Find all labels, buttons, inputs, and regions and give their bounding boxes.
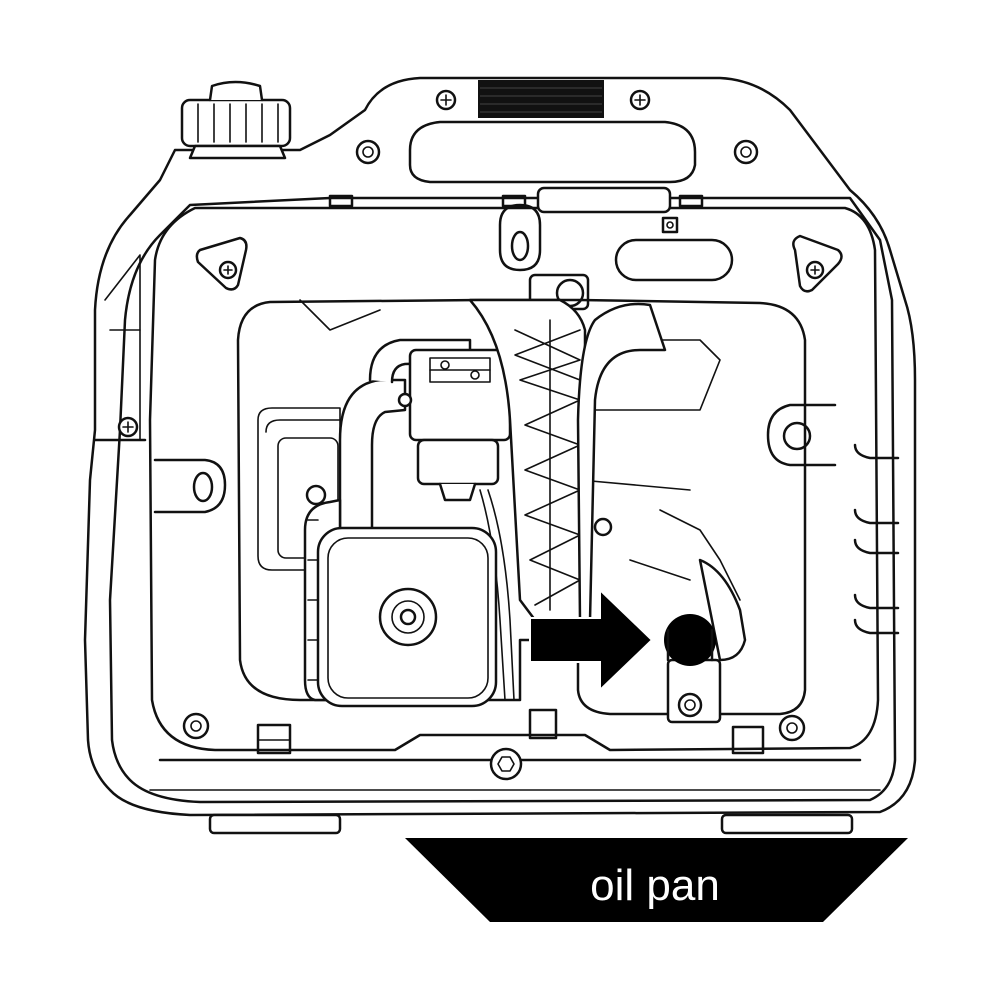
screw-icon: [435, 89, 457, 111]
screw-icon: [355, 139, 381, 165]
fuel-cap: [180, 80, 292, 160]
callout-banner: [405, 838, 908, 922]
bolt-hex-icon: [489, 747, 523, 781]
screw-icon: [218, 260, 238, 280]
oil-plug-cap: [664, 614, 716, 666]
screw-icon: [182, 712, 210, 740]
screw-icon: [778, 714, 806, 742]
carry-handle: [408, 80, 697, 214]
screw-icon: [805, 260, 825, 280]
callout-label: oil pan: [590, 861, 720, 910]
arrow-right-icon: [529, 587, 654, 693]
screw-icon: [117, 416, 139, 438]
screw-icon: [629, 89, 651, 111]
screws: [117, 89, 825, 781]
oil-pan-callout: oil pan: [405, 838, 908, 922]
oil-drain-plug: [664, 558, 747, 724]
engine: [303, 338, 613, 708]
lattice-frame: [468, 298, 667, 622]
screw-icon: [733, 139, 759, 165]
